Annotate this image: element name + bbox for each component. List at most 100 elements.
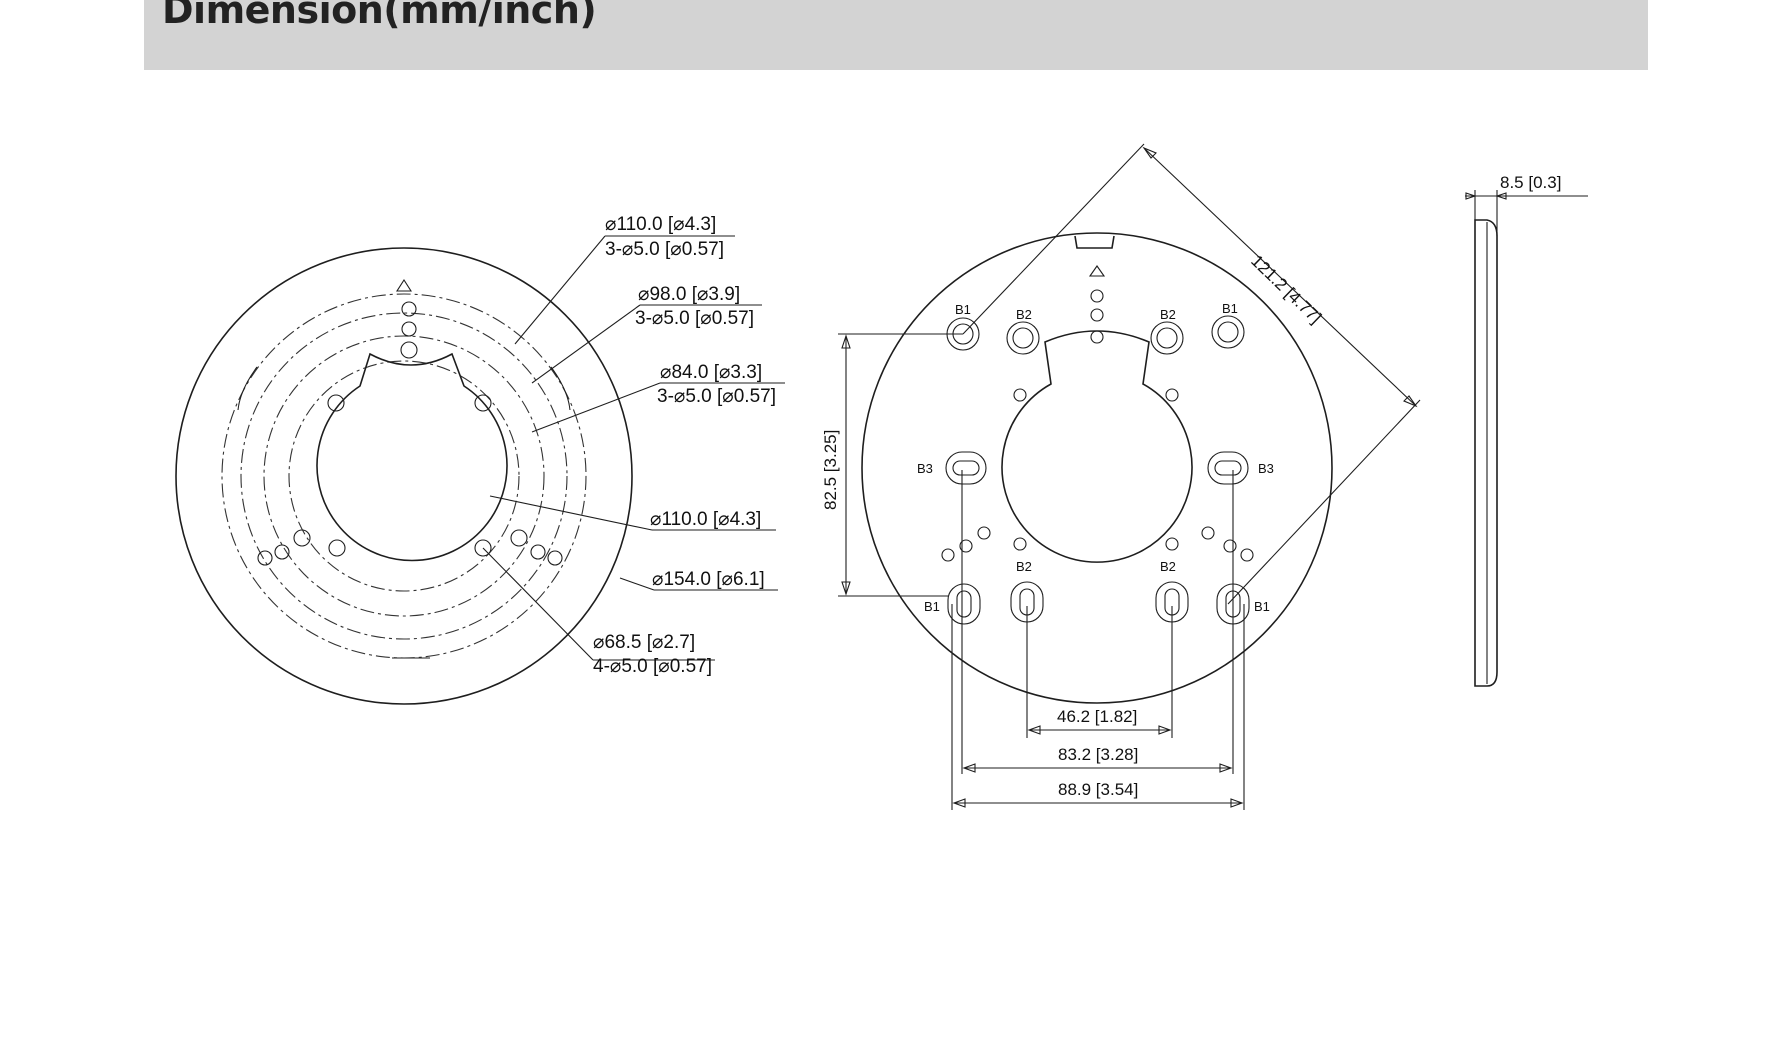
bolt-circle-98 (240, 312, 568, 640)
side-profile (1474, 219, 1498, 687)
leader (531, 304, 641, 384)
hole-tag: B2 (1016, 307, 1032, 322)
hole (510, 529, 528, 547)
hole (293, 529, 311, 547)
hole (1090, 308, 1104, 322)
hole (1012, 327, 1034, 349)
rim-slot (550, 366, 571, 411)
dim-label: 83.2 [3.28] (1058, 745, 1138, 764)
hole-tag: B1 (1254, 599, 1270, 614)
arrow (1142, 146, 1157, 159)
extension-line (962, 143, 1145, 335)
extension-line (1227, 399, 1421, 605)
page-title: Dimension(mm/inch) (162, 0, 597, 32)
outer-rim (175, 247, 633, 705)
dim-label: 3-⌀5.0 [⌀0.57] (605, 239, 724, 260)
arrow (1495, 192, 1507, 200)
dim-label: ⌀154.0 [⌀6.1] (652, 569, 765, 590)
hole-tag: B1 (1222, 301, 1238, 316)
hole-tag: B1 (955, 302, 971, 317)
hole (1165, 537, 1179, 551)
hole (328, 539, 346, 557)
rim-slot (237, 366, 258, 411)
dim-label: ⌀68.5 [⌀2.7] (593, 632, 695, 653)
hole (474, 539, 492, 557)
leader (482, 547, 594, 661)
triangle-mark (1088, 265, 1106, 277)
arrow (841, 581, 851, 596)
hole (530, 544, 546, 560)
slot (1214, 460, 1242, 476)
hole (1156, 327, 1178, 349)
top-notch (1074, 235, 1115, 249)
hole (474, 394, 492, 412)
hole (1223, 539, 1237, 553)
hole (400, 341, 418, 359)
arrow (962, 763, 976, 773)
hole (547, 550, 563, 566)
hole-tag: B2 (1160, 307, 1176, 322)
arrow (1403, 395, 1418, 408)
slot-b3 (945, 451, 987, 485)
center-cutout (1001, 330, 1193, 563)
triangle-mark (395, 278, 413, 292)
bolt-circle-84 (263, 335, 545, 617)
dim-label: 8.5 [0.3] (1500, 173, 1561, 192)
arrow (1230, 798, 1244, 808)
center-cutout (316, 352, 508, 562)
hole-tag: B1 (924, 599, 940, 614)
hole-tag: B3 (1258, 461, 1274, 476)
slot (952, 460, 980, 476)
hole-b2 (1006, 321, 1040, 355)
arrow (1219, 763, 1233, 773)
arrow (1027, 725, 1041, 735)
hole (1201, 526, 1215, 540)
arrow (1465, 192, 1477, 200)
leader (619, 577, 655, 591)
hole-b1 (1211, 315, 1245, 349)
slot-b3 (1207, 451, 1249, 485)
hole (1240, 548, 1254, 562)
hole (1090, 289, 1104, 303)
side-view: 8.5 [0.3] (1465, 173, 1588, 687)
title-bar: Dimension(mm/inch) (144, 0, 1648, 70)
hole (257, 550, 273, 566)
hole-b2 (1150, 321, 1184, 355)
slot-b1 (947, 583, 981, 625)
hole (959, 539, 973, 553)
arrow (841, 334, 851, 349)
hole (1217, 321, 1239, 343)
slot (956, 590, 972, 618)
dim-label: 121.2 [4.77] (1247, 251, 1325, 327)
dim-label: 3-⌀5.0 [⌀0.57] (635, 308, 754, 329)
hole (1013, 388, 1027, 402)
hole (1013, 537, 1027, 551)
hole (327, 394, 345, 412)
bolt-circle-110 (221, 293, 587, 659)
dim-label: 88.9 [3.54] (1058, 780, 1138, 799)
front-view: ⌀110.0 [⌀4.3] 3-⌀5.0 [⌀0.57] ⌀98.0 [⌀3.9… (175, 214, 785, 705)
hole (401, 321, 417, 337)
arrow (952, 798, 966, 808)
dim-label: ⌀84.0 [⌀3.3] (660, 362, 762, 383)
leader (514, 235, 606, 345)
plate-outline (861, 232, 1333, 704)
leader (489, 495, 653, 531)
dim-label: 82.5 [3.25] (821, 430, 840, 510)
hole (1090, 330, 1104, 344)
dim-label: 46.2 [1.82] (1057, 707, 1137, 726)
hole-tag: B2 (1160, 559, 1176, 574)
hole (1165, 388, 1179, 402)
dim-label: 4-⌀5.0 [⌀0.57] (593, 656, 712, 677)
dim-label: ⌀110.0 [⌀4.3] (605, 214, 716, 235)
hole (274, 544, 290, 560)
hole (941, 548, 955, 562)
dim-label: ⌀98.0 [⌀3.9] (638, 284, 740, 305)
hole (401, 301, 417, 317)
hole-tag: B3 (917, 461, 933, 476)
leader (531, 382, 661, 433)
bolt-circle-68 (288, 360, 520, 592)
dim-label: ⌀110.0 [⌀4.3] (650, 509, 761, 530)
dim-label: 3-⌀5.0 [⌀0.57] (657, 386, 776, 407)
